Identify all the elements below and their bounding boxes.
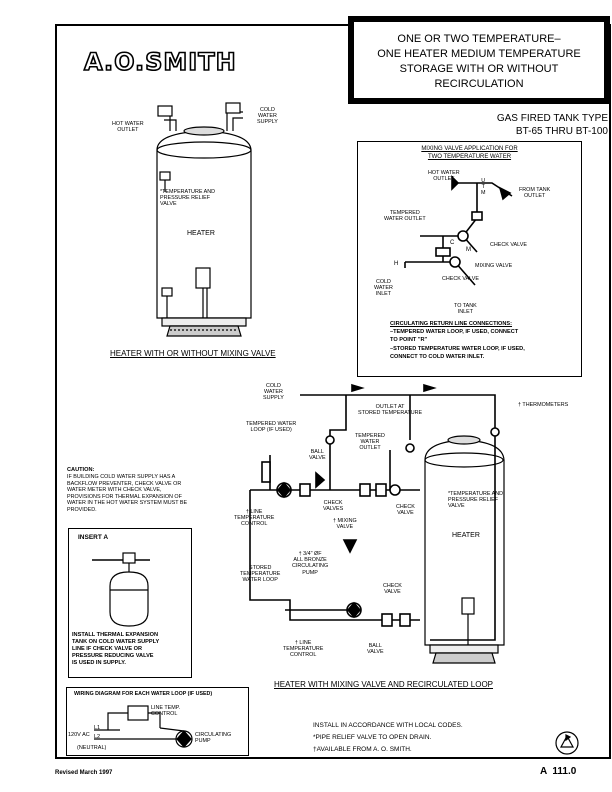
label-ball-valve-2: BALL VALVE (367, 643, 384, 656)
wiring-l1: L1 (94, 725, 101, 731)
title-line-1: ONE OR TWO TEMPERATURE– (397, 33, 561, 45)
title-line-2: ONE HEATER MEDIUM TEMPERATURE (377, 48, 581, 60)
label-check-valves: CHECK VALVES (323, 500, 344, 513)
label-pump: † 3/4" ØF ALL BRONZE CIRCULATING PUMP (292, 551, 329, 576)
insert-a-title: INSERT A (78, 534, 109, 541)
label-mix-marker-m: M (466, 247, 471, 253)
gas-type-heading: GAS FIRED TANK TYPE BT-65 THRU BT-100 (440, 112, 608, 138)
caution-text: IF BUILDING COLD WATER SUPPLY HAS A BACK… (67, 474, 188, 513)
wiring-box (66, 687, 249, 756)
mixing-title-line-2: TWO TEMPERATURE WATER (427, 154, 512, 160)
label-mix-marker-r: H (394, 261, 399, 267)
caution-title: CAUTION: (67, 467, 95, 473)
recirc-line-2a: –STORED TEMPERATURE WATER LOOP, IF USED, (390, 346, 525, 352)
caution-block: CAUTION: IF BUILDING COLD WATER SUPPLY H… (67, 467, 191, 514)
label-thermometers: † THERMOMETERS (518, 402, 569, 408)
label-cold-water-supply-2: COLD WATER SUPPLY (263, 383, 284, 402)
label-mix-from-tank: FROM TANK OUTLET (519, 187, 551, 200)
mixing-valve-schematic (404, 175, 513, 286)
label-mix-hot-outlet: HOT WATER OUTLET (428, 170, 460, 183)
title-box: ONE OR TWO TEMPERATURE– ONE HEATER MEDIU… (348, 16, 610, 104)
page-frame (55, 24, 611, 759)
label-tempered-outlet: TEMPERED WATER OUTLET (355, 433, 385, 452)
notes-block: INSTALL IN ACCORDANCE WITH LOCAL CODES. … (313, 720, 463, 756)
wiring-line-temp: LINE TEMP. CONTROL (151, 705, 181, 718)
insert-line-4: PRESSURE REDUCING VALVE (72, 653, 154, 659)
insert-line-1: INSTALL THERMAL EXPANSION (72, 632, 158, 638)
recirc-line-1b: TO POINT "R" (390, 337, 428, 343)
insert-a-box (68, 528, 192, 678)
label-tp-valve-2: *TEMPERATURE AND PRESSURE RELIEF VALVE (448, 491, 504, 510)
label-mix-check-valve-1: CHECK VALVE (490, 242, 527, 248)
label-check-valve-2b: CHECK VALVE (383, 583, 402, 596)
insert-a-text: INSTALL THERMAL EXPANSION TANK ON COLD W… (72, 632, 190, 667)
label-tp-valve-1: *TEMPERATURE AND PRESSURE RELIEF VALVE (160, 189, 216, 208)
heater-1 (156, 102, 252, 337)
mixing-valve-box (357, 141, 582, 377)
recirc-line-1a: –TEMPERED WATER LOOP, IF USED, CONNECT (390, 329, 519, 335)
page-code: A 111.0 (540, 766, 577, 777)
label-hot-water-outlet: HOT WATER OUTLET (112, 121, 144, 134)
gas-type-line-2: BT-65 THRU BT-100 (515, 126, 608, 137)
label-ball-valve-1: BALL VALVE (309, 449, 326, 462)
wiring-pump: CIRCULATING PUMP (195, 732, 232, 745)
label-mix-check-valve-2: CHECK VALVE (442, 276, 479, 282)
label-line-temp-control-2: † LINE TEMPERATURE CONTROL (283, 640, 324, 659)
mixing-title: MIXING VALVE APPLICATION FOR TWO TEMPERA… (357, 145, 582, 161)
brand-logo: A.O.SMITH (83, 47, 237, 77)
insert-line-5: IS USED IN SUPPLY. (72, 660, 126, 666)
label-mix-mixing-valve: MIXING VALVE (475, 263, 513, 269)
note-line-1: INSTALL IN ACCORDANCE WITH LOCAL CODES. (313, 722, 463, 729)
revised-date: Revised March 1997 (55, 770, 113, 776)
label-stored-loop: STORED TEMPERATURE WATER LOOP (240, 565, 281, 584)
label-heater-1: HEATER (187, 230, 215, 237)
wiring-schematic (94, 705, 193, 748)
caption-diagram-1: HEATER WITH OR WITHOUT MIXING VALVE (110, 349, 276, 358)
label-mix-marker-c: C (450, 240, 455, 246)
label-mix-ut: U T M (481, 178, 486, 197)
label-mixing-valve-2: † MIXING VALVE (333, 518, 357, 531)
label-mix-cold-inlet: COLD WATER INLET (374, 279, 393, 298)
wiring-l2: L2 (94, 734, 101, 740)
mixing-title-line-1: MIXING VALVE APPLICATION FOR (421, 146, 518, 152)
gas-type-line-1: GAS FIRED TANK TYPE (496, 113, 608, 124)
heater-2 (424, 435, 505, 664)
wiring-neutral: (NEUTRAL) (77, 745, 107, 751)
title-line-3: STORAGE WITH OR WITHOUT (399, 63, 559, 75)
recirc-title: CIRCULATING RETURN LINE CONNECTIONS: (390, 321, 513, 327)
label-mix-tempered-outlet: TEMPERED WATER OUTLET (384, 210, 426, 223)
label-mix-to-tank: TO TANK INLET (454, 303, 477, 316)
label-heater-2: HEATER (452, 532, 480, 539)
expansion-tank (92, 552, 150, 627)
recirc-line-2b: CONNECT TO COLD WATER INLET. (390, 354, 485, 360)
title-line-4: RECIRCULATION (434, 78, 524, 90)
label-tempered-loop: TEMPERED WATER LOOP (IF USED) (246, 421, 297, 434)
wiring-voltage: 120V AC (68, 732, 90, 738)
label-cold-water-supply-1: COLD WATER SUPPLY (257, 107, 278, 126)
label-outlet-stored: OUTLET AT STORED TEMPERATURE (358, 404, 423, 417)
note-line-2: *PIPE RELIEF VALVE TO OPEN DRAIN. (313, 734, 432, 741)
insert-line-2: TANK ON COLD WATER SUPPLY (72, 639, 160, 645)
caption-diagram-2: HEATER WITH MIXING VALVE AND RECIRCULATE… (274, 680, 493, 689)
label-check-valve-2a: CHECK VALVE (396, 504, 415, 517)
recirc-piping (249, 383, 500, 641)
insert-line-3: LINE IF CHECK VALVE OR (72, 646, 143, 652)
label-line-temp-control-1: † LINE TEMPERATURE CONTROL (234, 509, 275, 528)
recycle-icon (555, 731, 579, 755)
wiring-title: WIRING DIAGRAM FOR EACH WATER LOOP (IF U… (74, 691, 213, 697)
note-line-3: †AVAILABLE FROM A. O. SMITH. (313, 746, 412, 753)
